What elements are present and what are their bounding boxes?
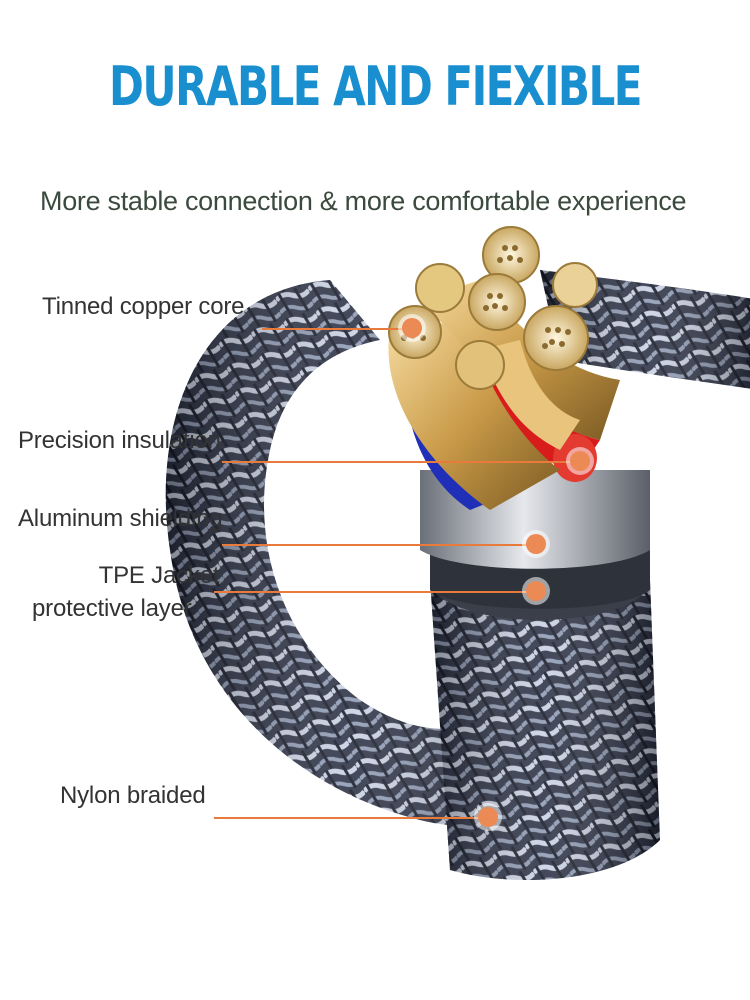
marker-jacket (526, 581, 546, 601)
layer-label-jacket-line1: TPE Jacket (98, 562, 220, 589)
headline: DURABLE AND FIEXIBLE (109, 55, 642, 118)
layer-label-jacket-line2: protective layer (32, 595, 192, 622)
layer-label-insulation: Precision insulation (18, 427, 221, 454)
layer-label-core: Tinned copper core (42, 293, 245, 320)
marker-braid (478, 807, 498, 827)
marker-core (402, 318, 422, 338)
layer-label-shielding: Aluminum shielding (18, 505, 223, 532)
marker-insulation (570, 451, 590, 471)
leader-line-braid (214, 817, 480, 819)
layer-label-braid: Nylon braided (60, 782, 206, 809)
leader-line-jacket (214, 591, 528, 593)
leader-line-shielding (222, 544, 528, 546)
subheading: More stable connection & more comfortabl… (40, 186, 687, 216)
leader-line-core (262, 328, 410, 330)
marker-shielding (526, 534, 546, 554)
leader-line-insulation (222, 461, 572, 463)
